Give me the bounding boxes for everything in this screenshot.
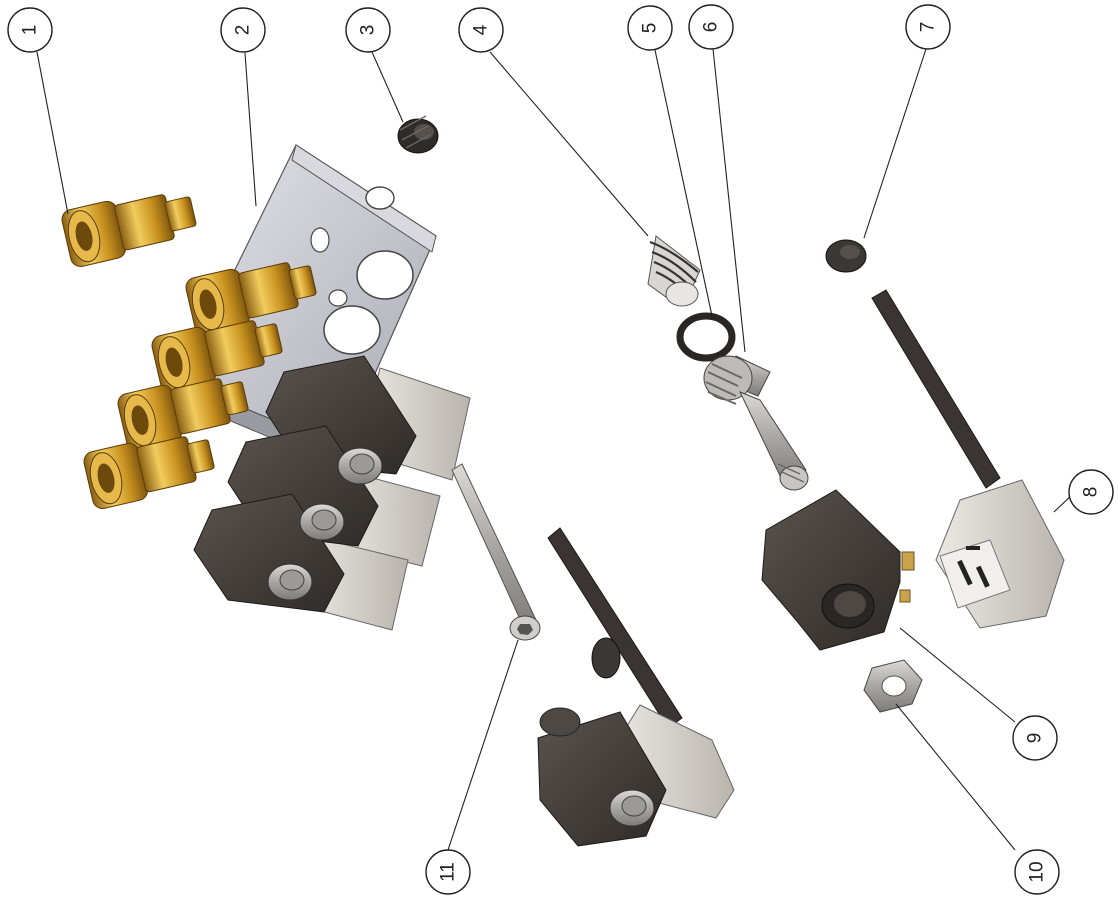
coil-nut: [337, 447, 383, 485]
callout-number: 6: [701, 22, 722, 33]
callout-balloon: 8: [1068, 469, 1114, 515]
leader-line: [244, 52, 257, 207]
leader-line: [447, 639, 519, 851]
callout-number: 4: [471, 24, 492, 35]
brass-fitting-group: [61, 194, 317, 510]
coil-nut: [299, 503, 345, 541]
solenoid-valve-exploded: [537, 527, 735, 847]
callout-balloon: 1: [7, 7, 53, 53]
leader-line: [654, 49, 713, 317]
cable-grommet: [825, 239, 867, 273]
plunger-spring: [647, 235, 701, 307]
brass-fitting: [83, 436, 215, 510]
brass-fitting: [117, 378, 249, 452]
callout-balloon: 9: [1012, 715, 1058, 761]
leader-line: [371, 51, 404, 123]
leader-line: [489, 51, 649, 237]
leader-line: [863, 48, 927, 239]
leader-lines: [36, 48, 1076, 851]
callout-balloon: 6: [688, 4, 734, 50]
callout-balloon: 2: [220, 7, 266, 53]
callout-balloon: 11: [425, 849, 471, 895]
callout-number: 5: [640, 23, 661, 34]
callout-number: 8: [1081, 487, 1102, 498]
o-ring: [676, 312, 736, 362]
leader-line: [895, 703, 1016, 851]
hex-nut: [863, 659, 923, 713]
callout-number: 7: [918, 22, 939, 33]
callout-balloon: 3: [345, 7, 391, 53]
callout-number: 11: [438, 862, 459, 882]
callout-balloon: 4: [458, 7, 504, 53]
leader-line: [36, 51, 69, 215]
cap-screw: [451, 463, 541, 641]
pipe-plug: [397, 115, 439, 154]
callout-number: 10: [1027, 861, 1048, 882]
brass-fitting: [61, 194, 197, 268]
callout-number: 9: [1025, 733, 1046, 744]
callout-balloon: 10: [1014, 849, 1060, 895]
armature-tube: [703, 355, 809, 491]
callout-number: 2: [233, 25, 254, 36]
callout-number: 3: [358, 25, 379, 36]
callout-balloon: 5: [627, 5, 673, 51]
callout-balloon: 7: [905, 4, 951, 50]
leader-line: [712, 48, 746, 353]
leader-line: [899, 627, 1016, 723]
callout-number: 1: [20, 25, 41, 36]
solenoid-coil: [761, 489, 915, 651]
brass-fitting: [151, 320, 283, 394]
din-connector: [871, 289, 1065, 629]
coil-nut: [267, 563, 313, 601]
valve-stack: [193, 355, 471, 631]
